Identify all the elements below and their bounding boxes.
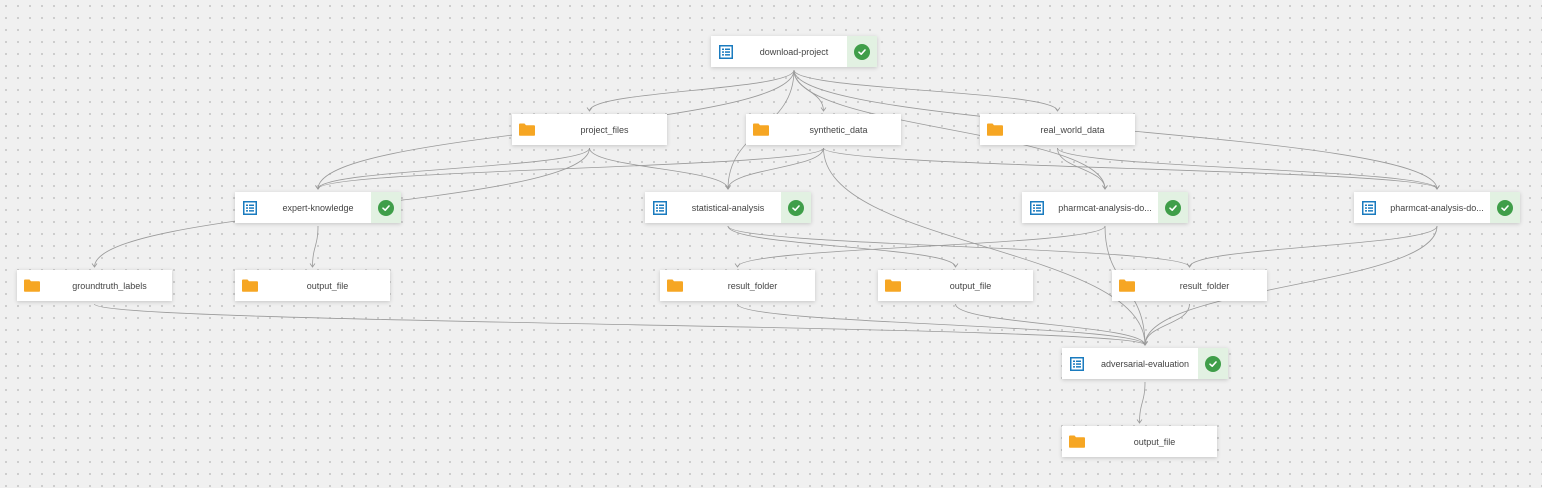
pipeline-icon xyxy=(1022,192,1052,223)
pipeline-icon xyxy=(645,192,675,223)
edge-synthetic_data-adversarial_evaluation xyxy=(823,147,1146,346)
edge-pharmcat_analysis_1-result_folder_1 xyxy=(737,225,1106,268)
edge-output_file_2-adversarial_evaluation xyxy=(955,303,1146,346)
node-label: real_world_data xyxy=(1040,124,1105,135)
edge-result_folder_1-adversarial_evaluation xyxy=(737,303,1146,346)
check-icon xyxy=(378,199,394,216)
edge-synthetic_data-expert_knowledge xyxy=(317,147,824,190)
status-success xyxy=(1490,192,1520,223)
status-success xyxy=(1158,192,1188,223)
arrowhead xyxy=(725,185,731,190)
pipeline-icon xyxy=(711,36,741,67)
node-download-project[interactable]: download-project xyxy=(711,36,877,67)
check-icon xyxy=(854,43,870,60)
node-label: output_file xyxy=(949,280,992,291)
node-label: project_files xyxy=(580,124,629,135)
node-label: expert-knowledge xyxy=(282,202,354,213)
folder-icon xyxy=(878,270,908,301)
folder-icon xyxy=(746,114,776,145)
node-label: output_file xyxy=(1133,436,1176,447)
edge-download_project-pharmcat_analysis_1 xyxy=(793,69,1106,190)
folder-icon xyxy=(1062,426,1092,457)
pipeline-icon xyxy=(1354,192,1384,223)
check-icon xyxy=(788,199,804,216)
node-real-world-data[interactable]: real_world_data xyxy=(980,114,1135,145)
pipeline-icon xyxy=(1062,348,1092,379)
folder-icon xyxy=(17,270,47,301)
status-success xyxy=(371,192,401,223)
node-result-folder[interactable]: result_folder xyxy=(660,270,815,301)
edge-pharmcat_analysis_2-adversarial_evaluation xyxy=(1144,225,1438,346)
status-success xyxy=(1198,348,1228,379)
node-statistical-analysis[interactable]: statistical-analysis xyxy=(645,192,811,223)
folder-icon xyxy=(512,114,542,145)
node-label: pharmcat-analysis-do... xyxy=(1058,202,1152,213)
status-success xyxy=(847,36,877,67)
folder-icon xyxy=(660,270,690,301)
arrowhead xyxy=(309,263,316,268)
status-success xyxy=(781,192,811,223)
folder-icon xyxy=(1112,270,1142,301)
arrowhead xyxy=(91,263,98,268)
node-label: result_folder xyxy=(1179,280,1230,291)
node-adversarial-evaluation[interactable]: adversarial-evaluation xyxy=(1062,348,1228,379)
edge-real_world_data-pharmcat_analysis_2 xyxy=(1057,147,1438,190)
node-synthetic-data[interactable]: synthetic_data xyxy=(746,114,901,145)
node-output-file[interactable]: output_file xyxy=(878,270,1033,301)
node-label: output_file xyxy=(306,280,349,291)
edge-statistical_analysis-output_file_2 xyxy=(727,225,956,268)
edge-synthetic_data-pharmcat_analysis_2 xyxy=(823,147,1438,190)
arrowhead xyxy=(586,107,593,112)
arrowhead xyxy=(820,107,827,112)
arrowhead xyxy=(952,263,959,268)
check-icon xyxy=(1165,199,1181,216)
node-label: adversarial-evaluation xyxy=(1100,358,1190,369)
check-icon xyxy=(1497,199,1513,216)
arrowhead xyxy=(1434,185,1440,190)
arrowhead xyxy=(1102,185,1108,190)
arrowhead xyxy=(1186,263,1193,268)
arrowhead xyxy=(315,185,321,190)
arrowhead xyxy=(734,263,741,268)
node-expert-knowledge[interactable]: expert-knowledge xyxy=(235,192,401,223)
node-label: statistical-analysis xyxy=(691,202,765,213)
edge-download_project-real_world_data xyxy=(793,69,1058,112)
node-result-folder[interactable]: result_folder xyxy=(1112,270,1267,301)
edge-groundtruth_labels-adversarial_evaluation xyxy=(94,303,1146,346)
edge-statistical_analysis-result_folder_2 xyxy=(727,225,1190,268)
arrowhead xyxy=(1136,419,1143,424)
arrowhead xyxy=(1142,341,1148,346)
edge-real_world_data-pharmcat_analysis_1 xyxy=(1057,147,1106,190)
edge-project_files-statistical_analysis xyxy=(589,147,729,190)
node-label: pharmcat-analysis-do... xyxy=(1390,202,1484,213)
check-icon xyxy=(1205,355,1221,372)
node-label: result_folder xyxy=(727,280,778,291)
arrowhead xyxy=(1054,107,1061,112)
node-output-file[interactable]: output_file xyxy=(1062,426,1217,457)
node-label: download-project xyxy=(759,46,829,57)
folder-icon xyxy=(235,270,265,301)
edge-expert_knowledge-output_file_1 xyxy=(312,225,319,268)
node-project-files[interactable]: project_files xyxy=(512,114,667,145)
edge-adversarial_evaluation-output_file_3 xyxy=(1139,381,1146,424)
edge-project_files-expert_knowledge xyxy=(317,147,590,190)
edge-pharmcat_analysis_2-result_folder_2 xyxy=(1189,225,1438,268)
node-pharmcat-analysis-1[interactable]: pharmcat-analysis-do... xyxy=(1022,192,1188,223)
edge-result_folder_2-adversarial_evaluation xyxy=(1144,303,1190,346)
folder-icon xyxy=(980,114,1010,145)
node-label: groundtruth_labels xyxy=(72,280,147,291)
pipeline-icon xyxy=(235,192,265,223)
node-output-file[interactable]: output_file xyxy=(235,270,390,301)
node-groundtruth-labels[interactable]: groundtruth_labels xyxy=(17,270,172,301)
edge-synthetic_data-statistical_analysis xyxy=(727,147,824,190)
node-pharmcat-analysis-2[interactable]: pharmcat-analysis-do... xyxy=(1354,192,1520,223)
edge-download_project-project_files xyxy=(589,69,795,112)
node-label: synthetic_data xyxy=(809,124,868,135)
